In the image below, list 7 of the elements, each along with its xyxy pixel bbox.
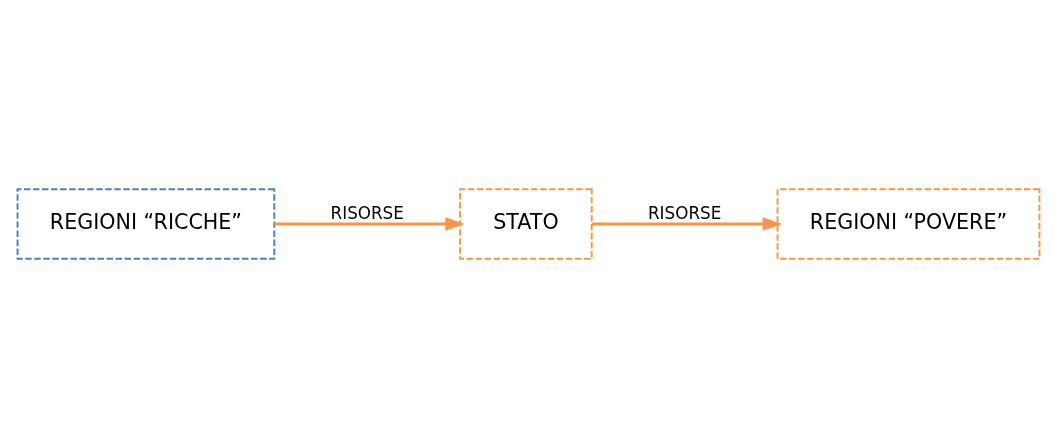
arrow <box>592 217 783 231</box>
node-box: REGIONI “POVERE” <box>776 188 1041 260</box>
edge-label: RISORSE <box>647 203 722 224</box>
node-box: REGIONI “RICCHE” <box>16 188 276 260</box>
edge-label: RISORSE <box>330 203 404 224</box>
node-box: STATO <box>459 188 593 260</box>
arrow <box>274 217 465 231</box>
